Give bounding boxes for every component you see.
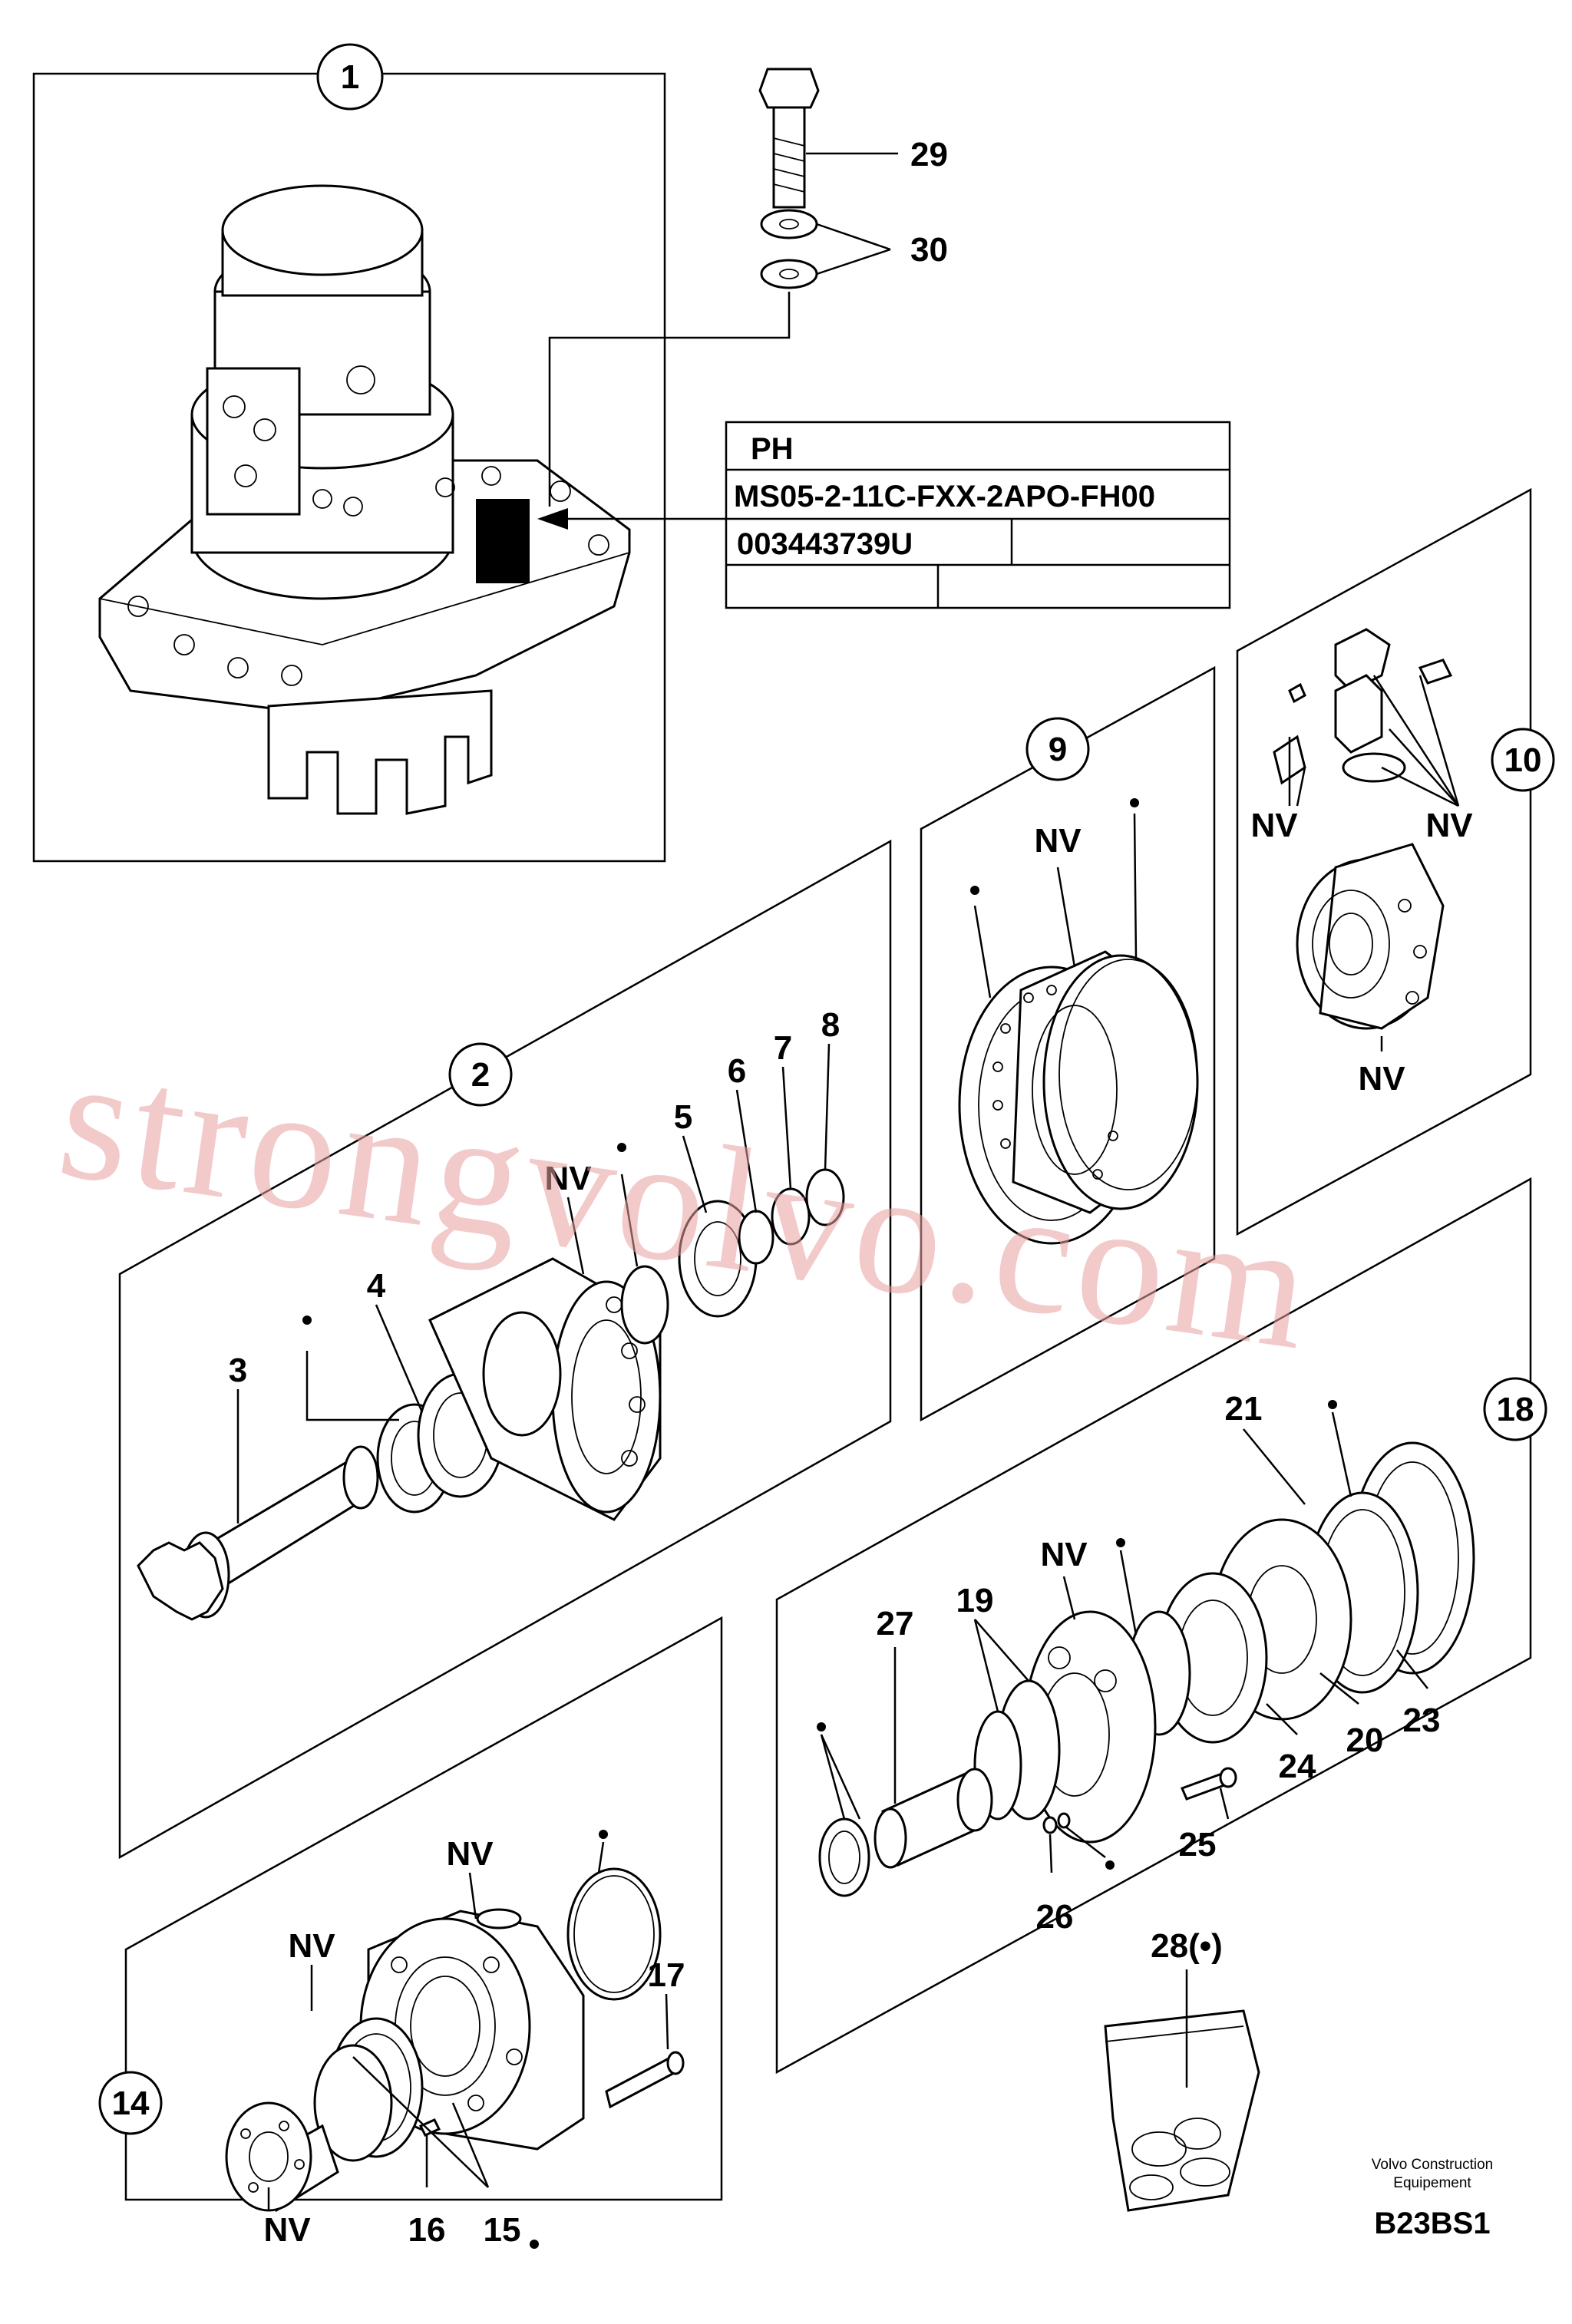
panel-10-frame <box>1236 487 1532 1236</box>
info-row-2: MS05-2-11C-FXX-2APO-FH00 <box>734 480 1155 513</box>
callout-1: 1 <box>341 58 359 96</box>
panel-10: 10 NV NV NV <box>1236 487 1555 1236</box>
label-30: 30 <box>910 231 948 269</box>
label-24: 24 <box>1279 1748 1316 1785</box>
seal-kit-bag: 28(•) <box>1104 1927 1260 2212</box>
label-8: 8 <box>821 1006 840 1044</box>
callout-2: 2 <box>471 1056 490 1094</box>
callout-9: 9 <box>1049 731 1067 768</box>
label-16: 16 <box>408 2211 446 2249</box>
callout-circle-9 <box>1025 717 1090 781</box>
info-row-1: PH <box>751 432 794 466</box>
panel-1-swing-motor: 1 <box>32 43 666 863</box>
label-27: 27 <box>877 1605 914 1642</box>
label-28: 28(•) <box>1151 1927 1223 1965</box>
panel-9-frame <box>920 665 1216 1422</box>
callout-10: 10 <box>1504 741 1542 779</box>
swing-motor-drawing <box>98 184 631 815</box>
info-box: PH MS05-2-11C-FXX-2APO-FH00 003443739U <box>537 421 1231 609</box>
callout-circle-10 <box>1491 728 1555 792</box>
panel-18-frame <box>775 1177 1532 2075</box>
label-25: 25 <box>1179 1826 1217 1863</box>
label-nv-9: NV <box>1034 822 1082 860</box>
label-nv-14b: NV <box>446 1835 494 1873</box>
label-23: 23 <box>1403 1702 1441 1739</box>
footer-code: B23BS1 <box>1374 2207 1490 2240</box>
label-6: 6 <box>728 1052 746 1090</box>
panel-9: 9 NV <box>920 665 1216 1422</box>
label-3: 3 <box>229 1352 247 1389</box>
footer-line-1: Volvo Construction <box>1372 2157 1493 2173</box>
panel-14: 14 NV NV 17 NV 16 15 <box>98 1616 723 2249</box>
callout-circle-14 <box>98 2071 163 2135</box>
info-row-3: 003443739U <box>737 527 913 561</box>
bolt-and-washers: 29 30 <box>548 68 948 507</box>
panel-18: 18 27 19 NV 21 24 20 23 25 26 <box>775 1177 1547 2075</box>
footer: Volvo Construction Equipement B23BS1 <box>1372 2157 1493 2240</box>
label-17: 17 <box>648 1956 685 1994</box>
label-5: 5 <box>674 1098 692 1136</box>
label-26: 26 <box>1036 1898 1074 1936</box>
label-nv-10c: NV <box>1358 1060 1405 1098</box>
label-nv-14a: NV <box>288 1927 335 1965</box>
callout-circle-1 <box>316 43 384 111</box>
callout-circle-2 <box>448 1042 513 1107</box>
label-nv-10a: NV <box>1250 807 1298 844</box>
label-19: 19 <box>956 1582 994 1619</box>
panel-2-frame <box>118 839 892 1860</box>
label-nv-18: NV <box>1040 1536 1088 1573</box>
label-21: 21 <box>1225 1390 1263 1428</box>
callout-18: 18 <box>1497 1391 1534 1428</box>
footer-line-2: Equipement <box>1393 2175 1471 2191</box>
label-nv-14c: NV <box>263 2211 311 2249</box>
label-29: 29 <box>910 136 948 173</box>
label-20: 20 <box>1346 1722 1384 1759</box>
label-nv-2: NV <box>544 1160 592 1197</box>
panel-2: 2 3 4 NV 5 6 7 8 <box>118 839 892 1860</box>
label-4: 4 <box>367 1267 386 1305</box>
label-15: 15 <box>484 2211 521 2249</box>
callout-circle-18 <box>1483 1377 1547 1441</box>
callout-14: 14 <box>112 2085 150 2122</box>
label-7: 7 <box>774 1029 792 1067</box>
label-nv-10b: NV <box>1425 807 1473 844</box>
